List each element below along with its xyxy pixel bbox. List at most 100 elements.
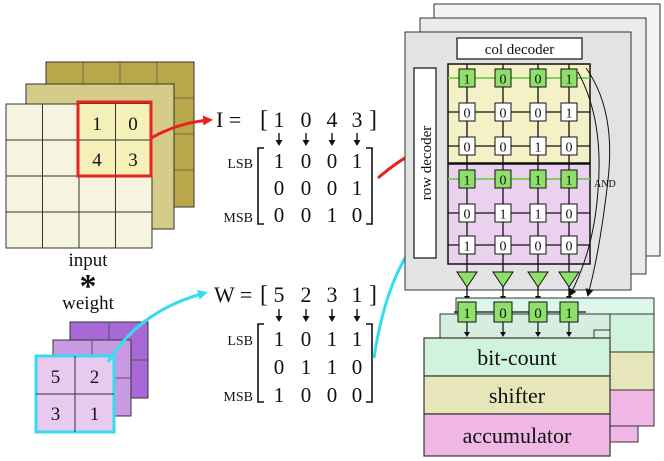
weight-vector-value: 2	[301, 282, 312, 307]
output-arrowhead	[535, 332, 541, 337]
input-vector-value: 1	[274, 107, 285, 132]
memory-cell-bit: 0	[464, 107, 471, 122]
svg-text:]: ]	[369, 282, 377, 308]
decompose-arrow-head	[328, 316, 336, 322]
col-decoder-label: col decoder	[485, 42, 555, 58]
weight-label: weight	[62, 293, 114, 314]
output-bit-value: 1	[565, 306, 573, 322]
input-bit: 0	[301, 149, 312, 173]
input-vector-lhs: I =	[216, 107, 241, 132]
weight-bit: 0	[352, 355, 363, 379]
sense-amplifier	[492, 271, 514, 288]
and-label: AND	[594, 179, 616, 190]
weight-to-vector-arrow	[106, 289, 208, 363]
row-decoder	[413, 67, 437, 259]
weight-value: 1	[90, 404, 100, 425]
output-arrowhead	[464, 332, 470, 337]
memory-cell	[529, 235, 547, 255]
convolution-operator: *	[80, 268, 97, 305]
active-memory-cell	[494, 68, 512, 88]
memory-cell	[529, 203, 547, 223]
svg-text:[: [	[260, 282, 268, 308]
memory-cell	[560, 136, 578, 156]
input-decompose-arrows	[275, 133, 361, 146]
input-bit: 0	[327, 149, 338, 173]
sense-amplifiers	[456, 264, 580, 301]
decompose-arrow-head	[302, 140, 310, 146]
input-bit: 0	[274, 176, 285, 200]
weight-bit: 1	[274, 327, 285, 351]
input-patch-highlight	[76, 100, 153, 178]
weight-bit: 0	[301, 383, 312, 407]
memory-cell-bit: 0	[566, 240, 573, 255]
and-path-arrow	[585, 67, 611, 297]
input-patch-value: 4	[92, 150, 102, 171]
sense-amplifier	[527, 271, 549, 288]
input-patch-value: 0	[128, 114, 138, 135]
weight-bit: 1	[274, 383, 285, 407]
input-patch-cell	[115, 104, 152, 140]
input-bit: 0	[352, 203, 363, 227]
memory-cell-bit: 1	[464, 73, 471, 88]
input-vector-value: 0	[301, 107, 312, 132]
input-patch-cell	[115, 140, 152, 176]
decompose-arrow-head	[275, 140, 283, 146]
output-bit-value: 0	[499, 306, 507, 322]
memory-cell	[560, 102, 578, 122]
memory-cell	[529, 136, 547, 156]
sense-amplifier	[456, 271, 478, 288]
input-patch-cell	[79, 104, 116, 140]
memory-cell-bit: 0	[500, 174, 507, 189]
memory-cell	[494, 136, 512, 156]
weight-vector-value: 5	[274, 282, 285, 307]
bracket-left	[257, 323, 264, 403]
memory-cell-bit: 0	[566, 208, 573, 223]
msb-label: MSB	[223, 390, 253, 405]
input-feature-map: 1 0 4 3	[5, 61, 195, 249]
active-memory-cell	[560, 68, 578, 88]
memory-cell-bit: 0	[464, 141, 471, 156]
memory-cell-bit: 1	[535, 208, 542, 223]
input-bit: 0	[274, 203, 285, 227]
bracket-right	[366, 323, 373, 403]
weight-decompose-arrows	[275, 309, 361, 322]
shifter-label: shifter	[489, 383, 546, 408]
active-memory-cell	[529, 169, 547, 189]
output-arrowhead	[500, 332, 506, 337]
memory-cell	[494, 102, 512, 122]
memory-cell-bit: 0	[500, 141, 507, 156]
active-memory-cell	[529, 68, 547, 88]
active-memory-cell	[458, 169, 476, 189]
bit-count-block	[423, 337, 611, 377]
and-path-arrow	[569, 71, 600, 297]
col-decoder	[456, 37, 583, 60]
shifter-block	[423, 375, 611, 415]
decompose-arrow-head	[302, 316, 310, 322]
output-arrowhead	[566, 332, 572, 337]
row-decoder-label: row decoder	[419, 126, 435, 201]
memory-cell-bit: 0	[535, 107, 542, 122]
memory-cell	[494, 235, 512, 255]
memory-cell-bit: 1	[535, 141, 542, 156]
memory-cell	[560, 235, 578, 255]
input-bit: 1	[352, 149, 363, 173]
weight-vector-lhs: W =	[214, 282, 252, 307]
input-patch-cell	[79, 140, 116, 176]
decompose-arrow-head	[275, 316, 283, 322]
decompose-arrow-head	[328, 140, 336, 146]
weight-value: 2	[90, 367, 100, 388]
memory-cell-bit: 1	[535, 174, 542, 189]
weight-bit: 0	[274, 355, 285, 379]
bracket-right	[366, 147, 373, 225]
weight-bit: 0	[352, 383, 363, 407]
memory-cell-bit: 0	[500, 107, 507, 122]
memory-cell-bit: 1	[464, 240, 471, 255]
memory-cell	[458, 102, 476, 122]
